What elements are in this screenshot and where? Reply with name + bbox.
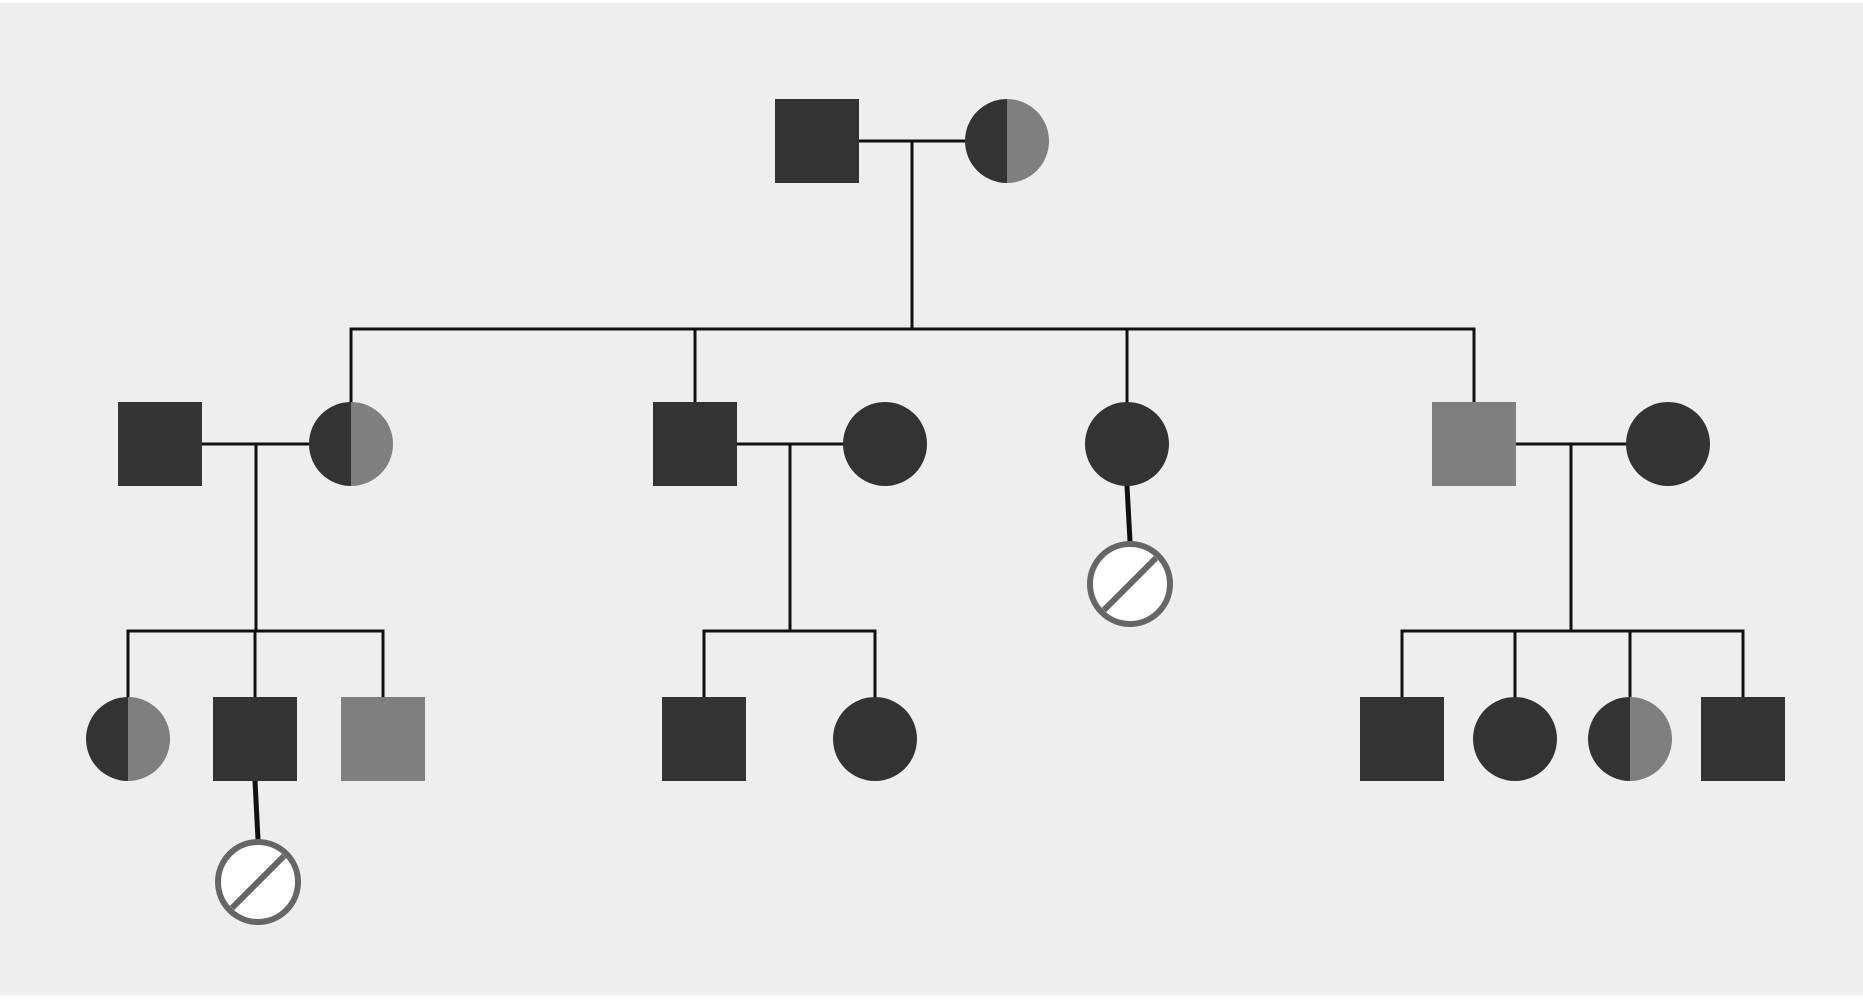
- female-circle-right-half: [885, 402, 927, 486]
- female-circle-right-half: [1630, 697, 1672, 781]
- g3-child-7: [1473, 697, 1557, 781]
- male-square-right-half: [160, 402, 202, 486]
- g4-deceased-1: [215, 839, 301, 925]
- male-square-right-half: [704, 697, 746, 781]
- male-square-left-half: [653, 402, 695, 486]
- g3-child-8: [1588, 697, 1672, 781]
- g3-child-1: [86, 697, 170, 781]
- male-square-right-half: [1474, 402, 1516, 486]
- female-circle-right-half: [1515, 697, 1557, 781]
- deceased-marker-slash: [229, 853, 287, 911]
- female-circle-right-half: [1127, 402, 1169, 486]
- female-circle-left-half: [1473, 697, 1515, 781]
- male-square-left-half: [213, 697, 255, 781]
- male-square-left-half: [1432, 402, 1474, 486]
- female-circle-left-half: [965, 99, 1007, 183]
- male-square-right-half: [817, 99, 859, 183]
- male-square-right-half: [695, 402, 737, 486]
- female-circle-left-half: [309, 402, 351, 486]
- g2-spouse-3: [1626, 402, 1710, 486]
- g2-spouse-1: [118, 402, 202, 486]
- g1-father: [775, 99, 859, 183]
- g3-child-3: [341, 697, 425, 781]
- descent-line: [1124, 483, 1133, 544]
- g2-son-1: [653, 402, 737, 486]
- male-square-right-half: [383, 697, 425, 781]
- female-circle-right-half: [1668, 402, 1710, 486]
- female-circle-right-half: [351, 402, 393, 486]
- g3-child-2: [213, 697, 297, 781]
- g2-spouse-2: [843, 402, 927, 486]
- male-square-left-half: [662, 697, 704, 781]
- male-square-left-half: [118, 402, 160, 486]
- g3-deceased-1: [1087, 541, 1173, 627]
- descent-line: [252, 778, 261, 842]
- female-circle-left-half: [843, 402, 885, 486]
- g3-child-6: [1360, 697, 1444, 781]
- female-circle-left-half: [1085, 402, 1127, 486]
- g3-child-9: [1701, 697, 1785, 781]
- male-square-right-half: [1402, 697, 1444, 781]
- male-square-left-half: [1360, 697, 1402, 781]
- female-circle-left-half: [1588, 697, 1630, 781]
- female-circle-left-half: [86, 697, 128, 781]
- g2-daughter-1: [309, 402, 393, 486]
- g3-child-4: [662, 697, 746, 781]
- diagram-background: [0, 3, 1863, 995]
- female-circle-left-half: [1626, 402, 1668, 486]
- female-circle-left-half: [833, 697, 875, 781]
- male-square-left-half: [341, 697, 383, 781]
- male-square-left-half: [1701, 697, 1743, 781]
- male-square-right-half: [1743, 697, 1785, 781]
- female-circle-right-half: [1007, 99, 1049, 183]
- male-square-right-half: [255, 697, 297, 781]
- g2-daughter-2: [1085, 402, 1169, 486]
- female-circle-right-half: [128, 697, 170, 781]
- female-circle-right-half: [875, 697, 917, 781]
- deceased-marker-slash: [1101, 555, 1159, 613]
- g2-son-2: [1432, 402, 1516, 486]
- g1-mother: [965, 99, 1049, 183]
- g3-child-5: [833, 697, 917, 781]
- individuals-layer: [86, 99, 1785, 925]
- male-square-left-half: [775, 99, 817, 183]
